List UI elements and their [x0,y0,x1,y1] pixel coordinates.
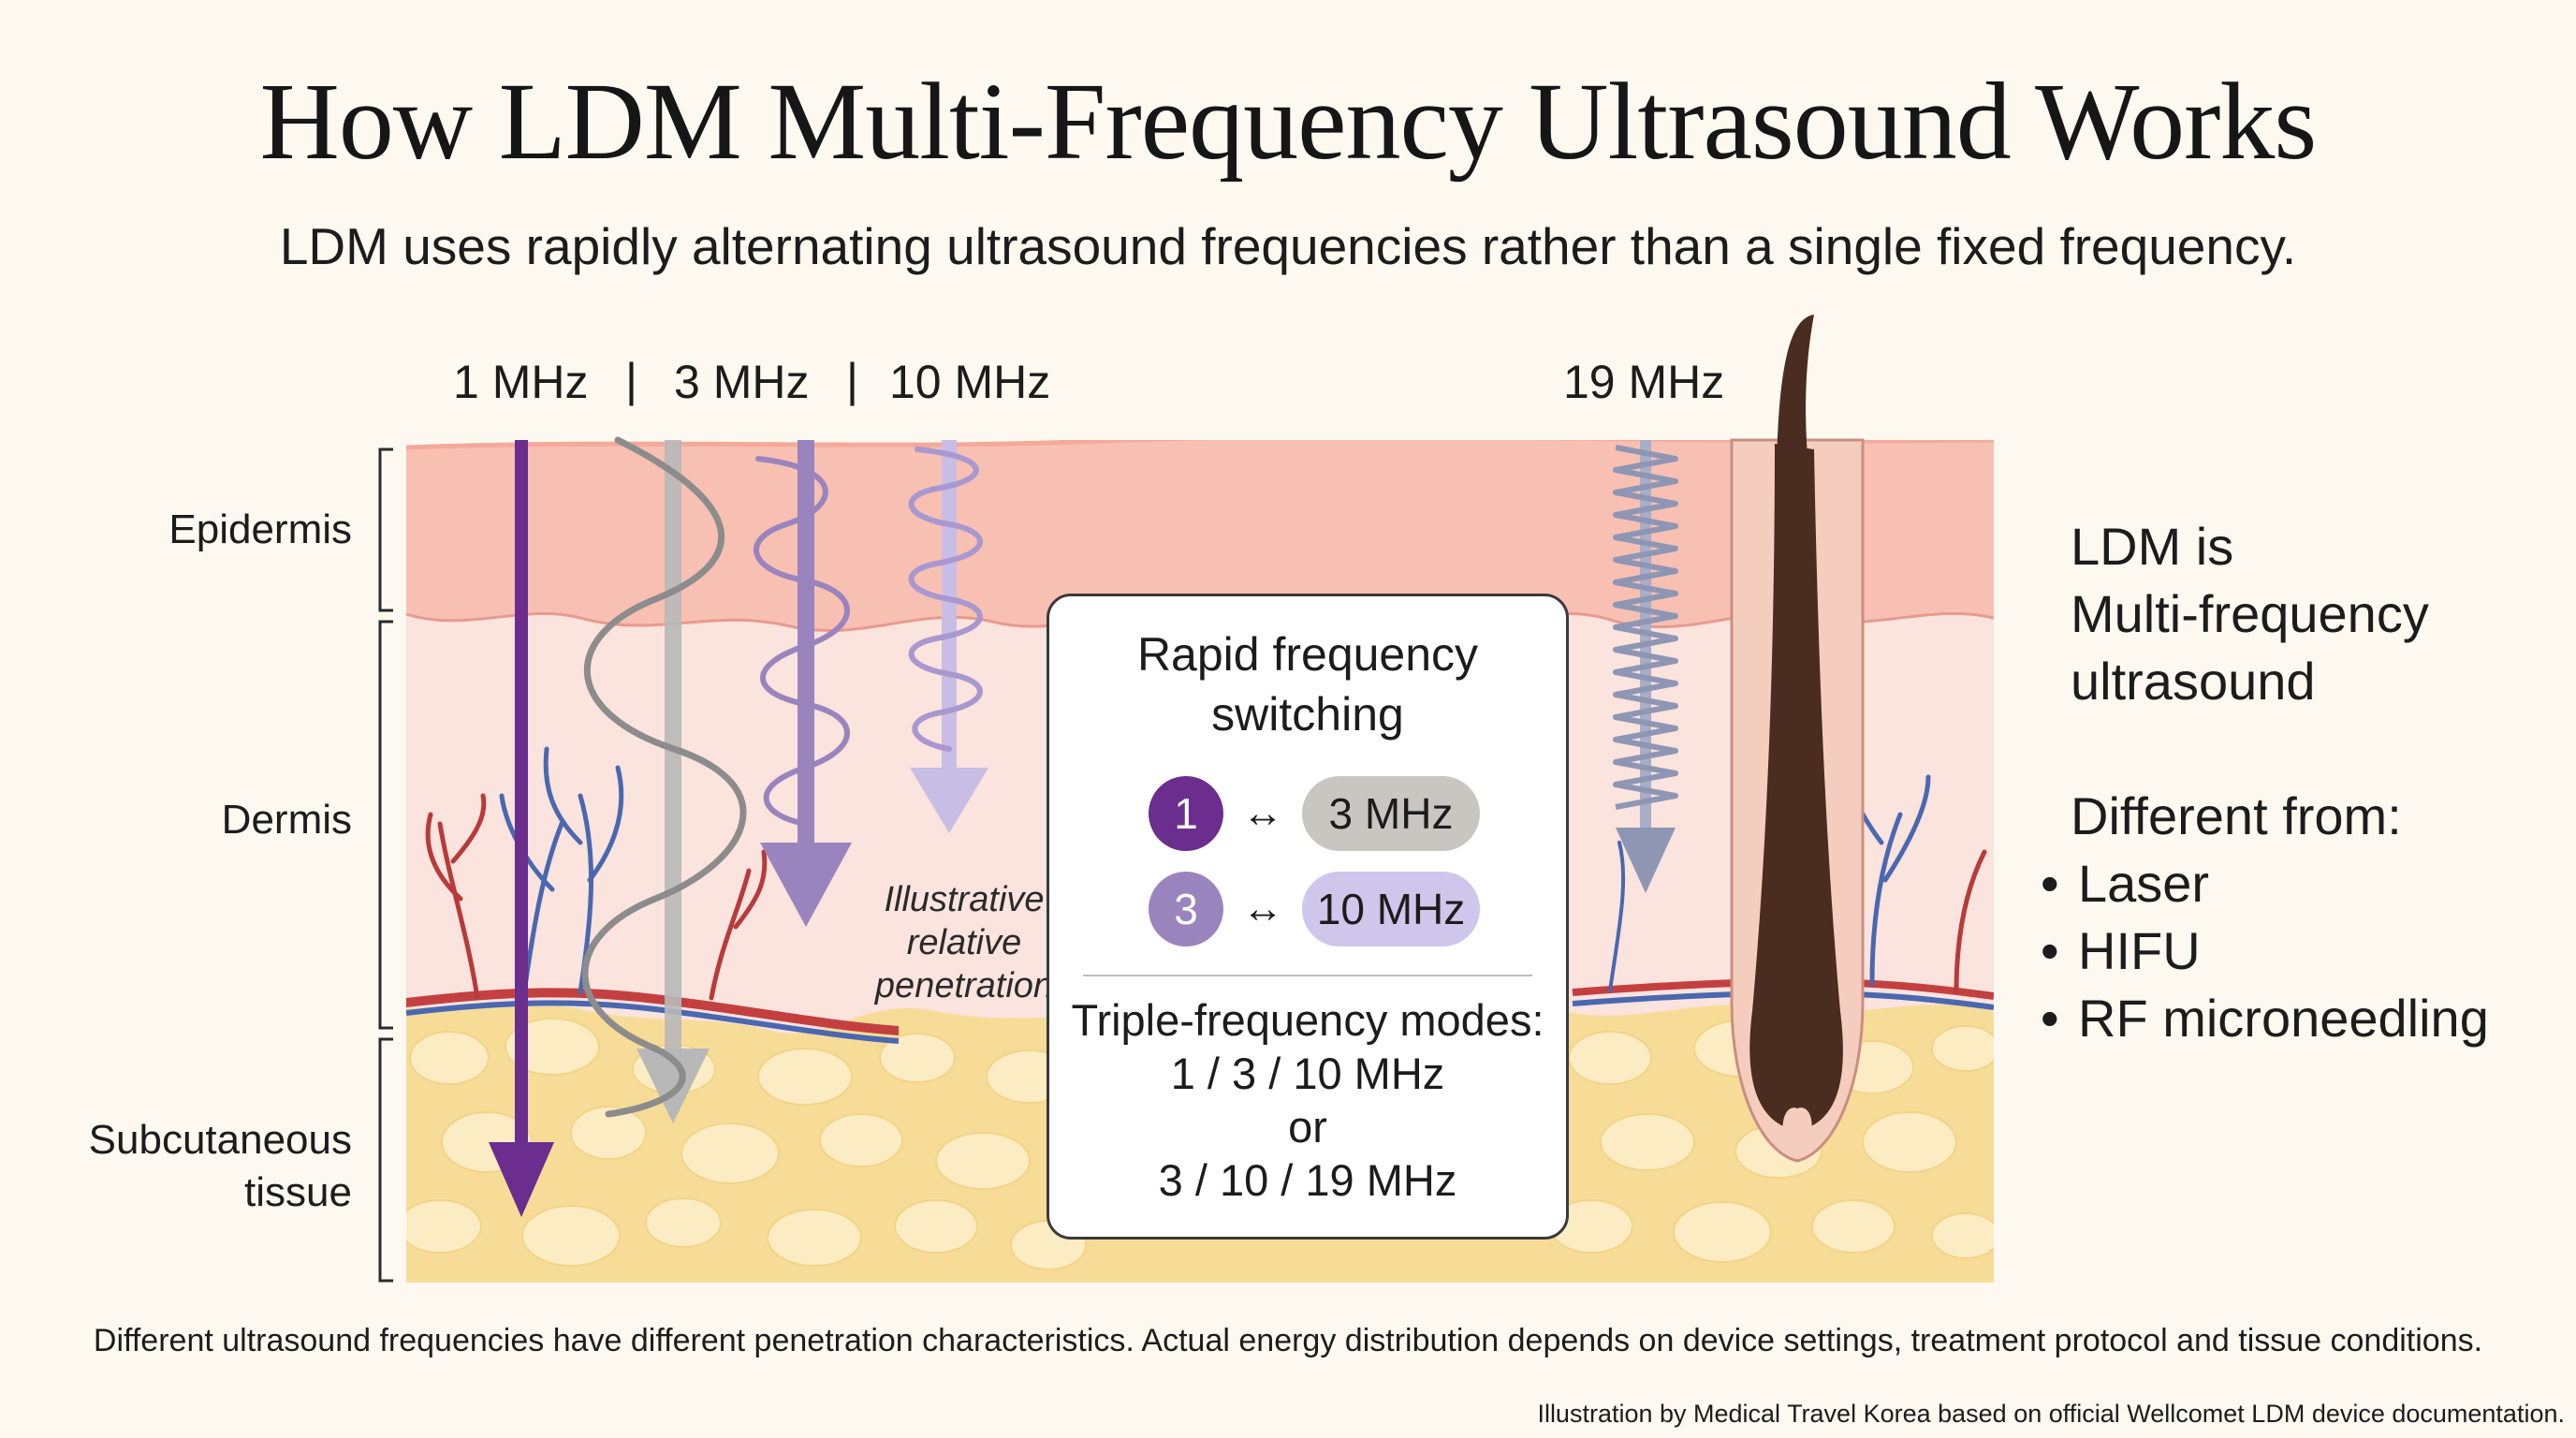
pill-10mhz: 10 MHz [1302,872,1480,946]
list-item: RF microneedling [2041,985,2489,1052]
vein-band [406,1000,900,1044]
side-diff-heading: Different from: [2071,786,2402,845]
layer-brackets [378,448,393,1283]
label-subcutaneous: Subcutaneous [88,1117,352,1163]
credit-line: Illustration by Medical Travel Korea bas… [1537,1400,2565,1428]
illustrative-penetration-label: Illustrative relative penetration [874,880,1054,1005]
separator-2: | [846,354,858,406]
arrow-3mhz-grey [581,436,747,1123]
page-subtitle: LDM uses rapidly alternating ultrasound … [279,217,2297,275]
switch-box-divider [1083,975,1532,976]
circle-1: 1 [1149,776,1223,851]
side-intro: LDM is Multi-frequency ultrasound [2071,517,2429,711]
arrow-10mhz [908,440,988,833]
arrow-3mhz-lilac [754,440,852,927]
label-dermis: Dermis [221,797,352,843]
footer-note: Different ultrasound frequencies have di… [93,1323,2483,1358]
frequency-switching-box: Rapid frequency switching 1 ↔ 3 MHz 3 ↔ … [1046,594,1569,1240]
list-item: Laser [2041,850,2489,917]
separator-1: | [625,354,637,406]
label-epidermis: Epidermis [168,506,352,552]
artery-band [406,988,899,1035]
label-1mhz: 1 MHz [453,356,589,408]
fat-cells [406,1018,1994,1270]
triple-frequency-modes: Triple-frequency modes: 1 / 3 / 10 MHz o… [1071,995,1544,1205]
label-3mhz: 3 MHz [674,356,810,408]
label-10mhz: 10 MHz [889,356,1051,408]
list-item: HIFU [2041,917,2489,985]
label-tissue: tissue [244,1169,352,1215]
bidirectional-arrow-icon: ↔ [1242,886,1283,932]
switch-pair-2: 3 ↔ 10 MHz [1149,872,1523,946]
label-19mhz: 19 MHz [1563,356,1725,408]
arrow-1mhz [489,440,554,1217]
bidirectional-arrow-icon: ↔ [1242,790,1283,836]
pill-3mhz: 3 MHz [1302,776,1480,851]
page-title: How LDM Multi-Frequency Ultrasound Works [259,60,2318,183]
circle-3: 3 [1149,872,1223,946]
hair-follicle [1730,315,1865,1163]
switch-box-title: Rapid frequency switching [1136,628,1479,741]
side-diff-list: Laser HIFU RF microneedling [2041,850,2489,1052]
arrow-19mhz [1613,440,1678,893]
switch-pair-1: 1 ↔ 3 MHz [1149,776,1523,851]
